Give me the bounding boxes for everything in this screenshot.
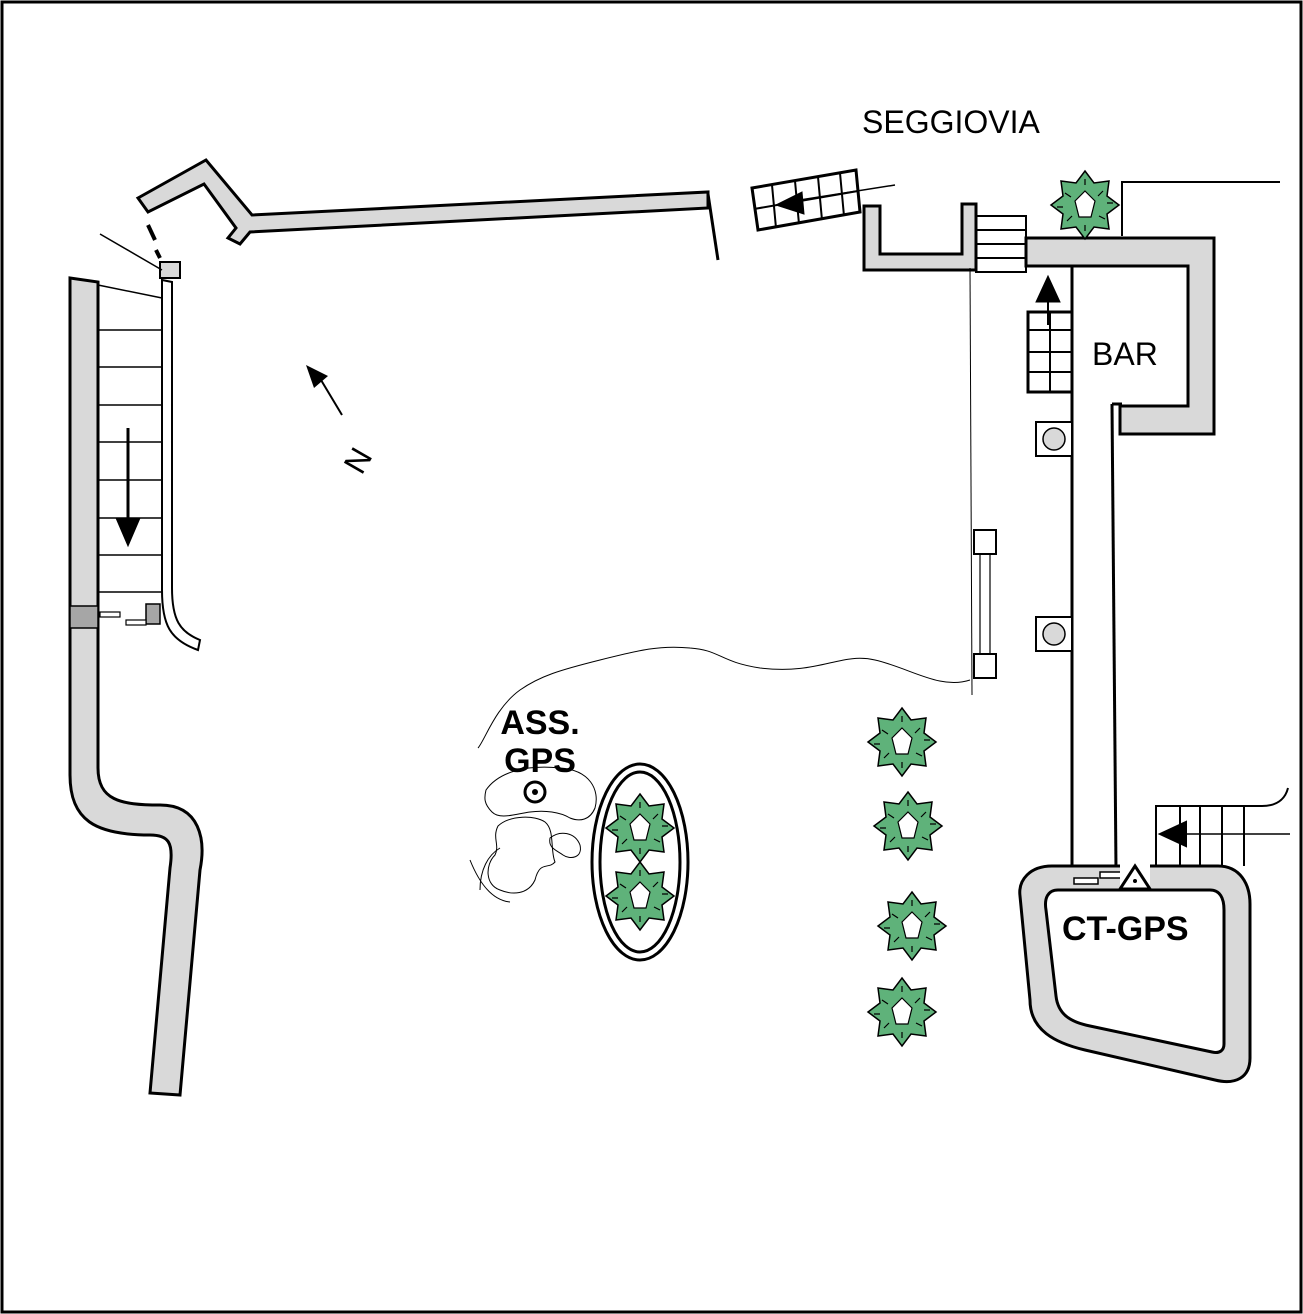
dash-2 (154, 249, 162, 259)
shrub-icon (877, 891, 947, 961)
left-handrail (161, 278, 202, 652)
top-wall (135, 158, 710, 246)
wall-gate (69, 605, 99, 629)
dash-1 (146, 224, 157, 241)
shrub-icon (605, 861, 675, 931)
ass-gps-label-line2: GPS (504, 742, 576, 780)
shrub-icon (867, 707, 937, 777)
ct-gps-wall (1018, 864, 1252, 1083)
pillar-2 (1035, 616, 1073, 652)
rock-outline (469, 766, 597, 903)
railing-post (159, 261, 181, 279)
corridor-wall-right (1110, 403, 1118, 871)
small-stairs (975, 215, 1027, 273)
shrub-icon (867, 977, 937, 1047)
gate-post (145, 603, 161, 625)
gate (973, 529, 997, 679)
fence-line (1121, 181, 1280, 236)
seggiovia-label: SEGGIOVIA (862, 104, 1040, 140)
shrub-icon (873, 791, 943, 861)
north-label: N (337, 441, 380, 479)
top-wall-end (706, 193, 720, 261)
pillar-1 (1035, 421, 1073, 457)
gate-bolt-2 (125, 619, 147, 626)
bar-staircase (1026, 274, 1074, 394)
triangle-benchmark-icon (1117, 863, 1153, 891)
ass-gps-label-line1: ASS. (500, 704, 579, 742)
ellipse-planter (590, 762, 690, 962)
seggiovia-structure (862, 202, 978, 272)
north-arrow-icon: N (306, 365, 379, 480)
railing-line (99, 233, 163, 271)
shrub-icon (1050, 170, 1120, 240)
gate-bolt (99, 611, 121, 618)
paved-area-outline (477, 646, 971, 749)
left-wall (68, 276, 204, 1097)
bar-wall (1024, 236, 1216, 436)
ct-gps-label: CT-GPS (1062, 910, 1189, 948)
ct-gps-staircase (1155, 787, 1290, 866)
bar-label: BAR (1092, 336, 1158, 372)
survey-point-icon (523, 780, 547, 804)
left-staircase (97, 284, 163, 593)
boundary-line (969, 267, 973, 696)
top-staircase (750, 168, 896, 232)
shrub-icon (605, 793, 675, 863)
